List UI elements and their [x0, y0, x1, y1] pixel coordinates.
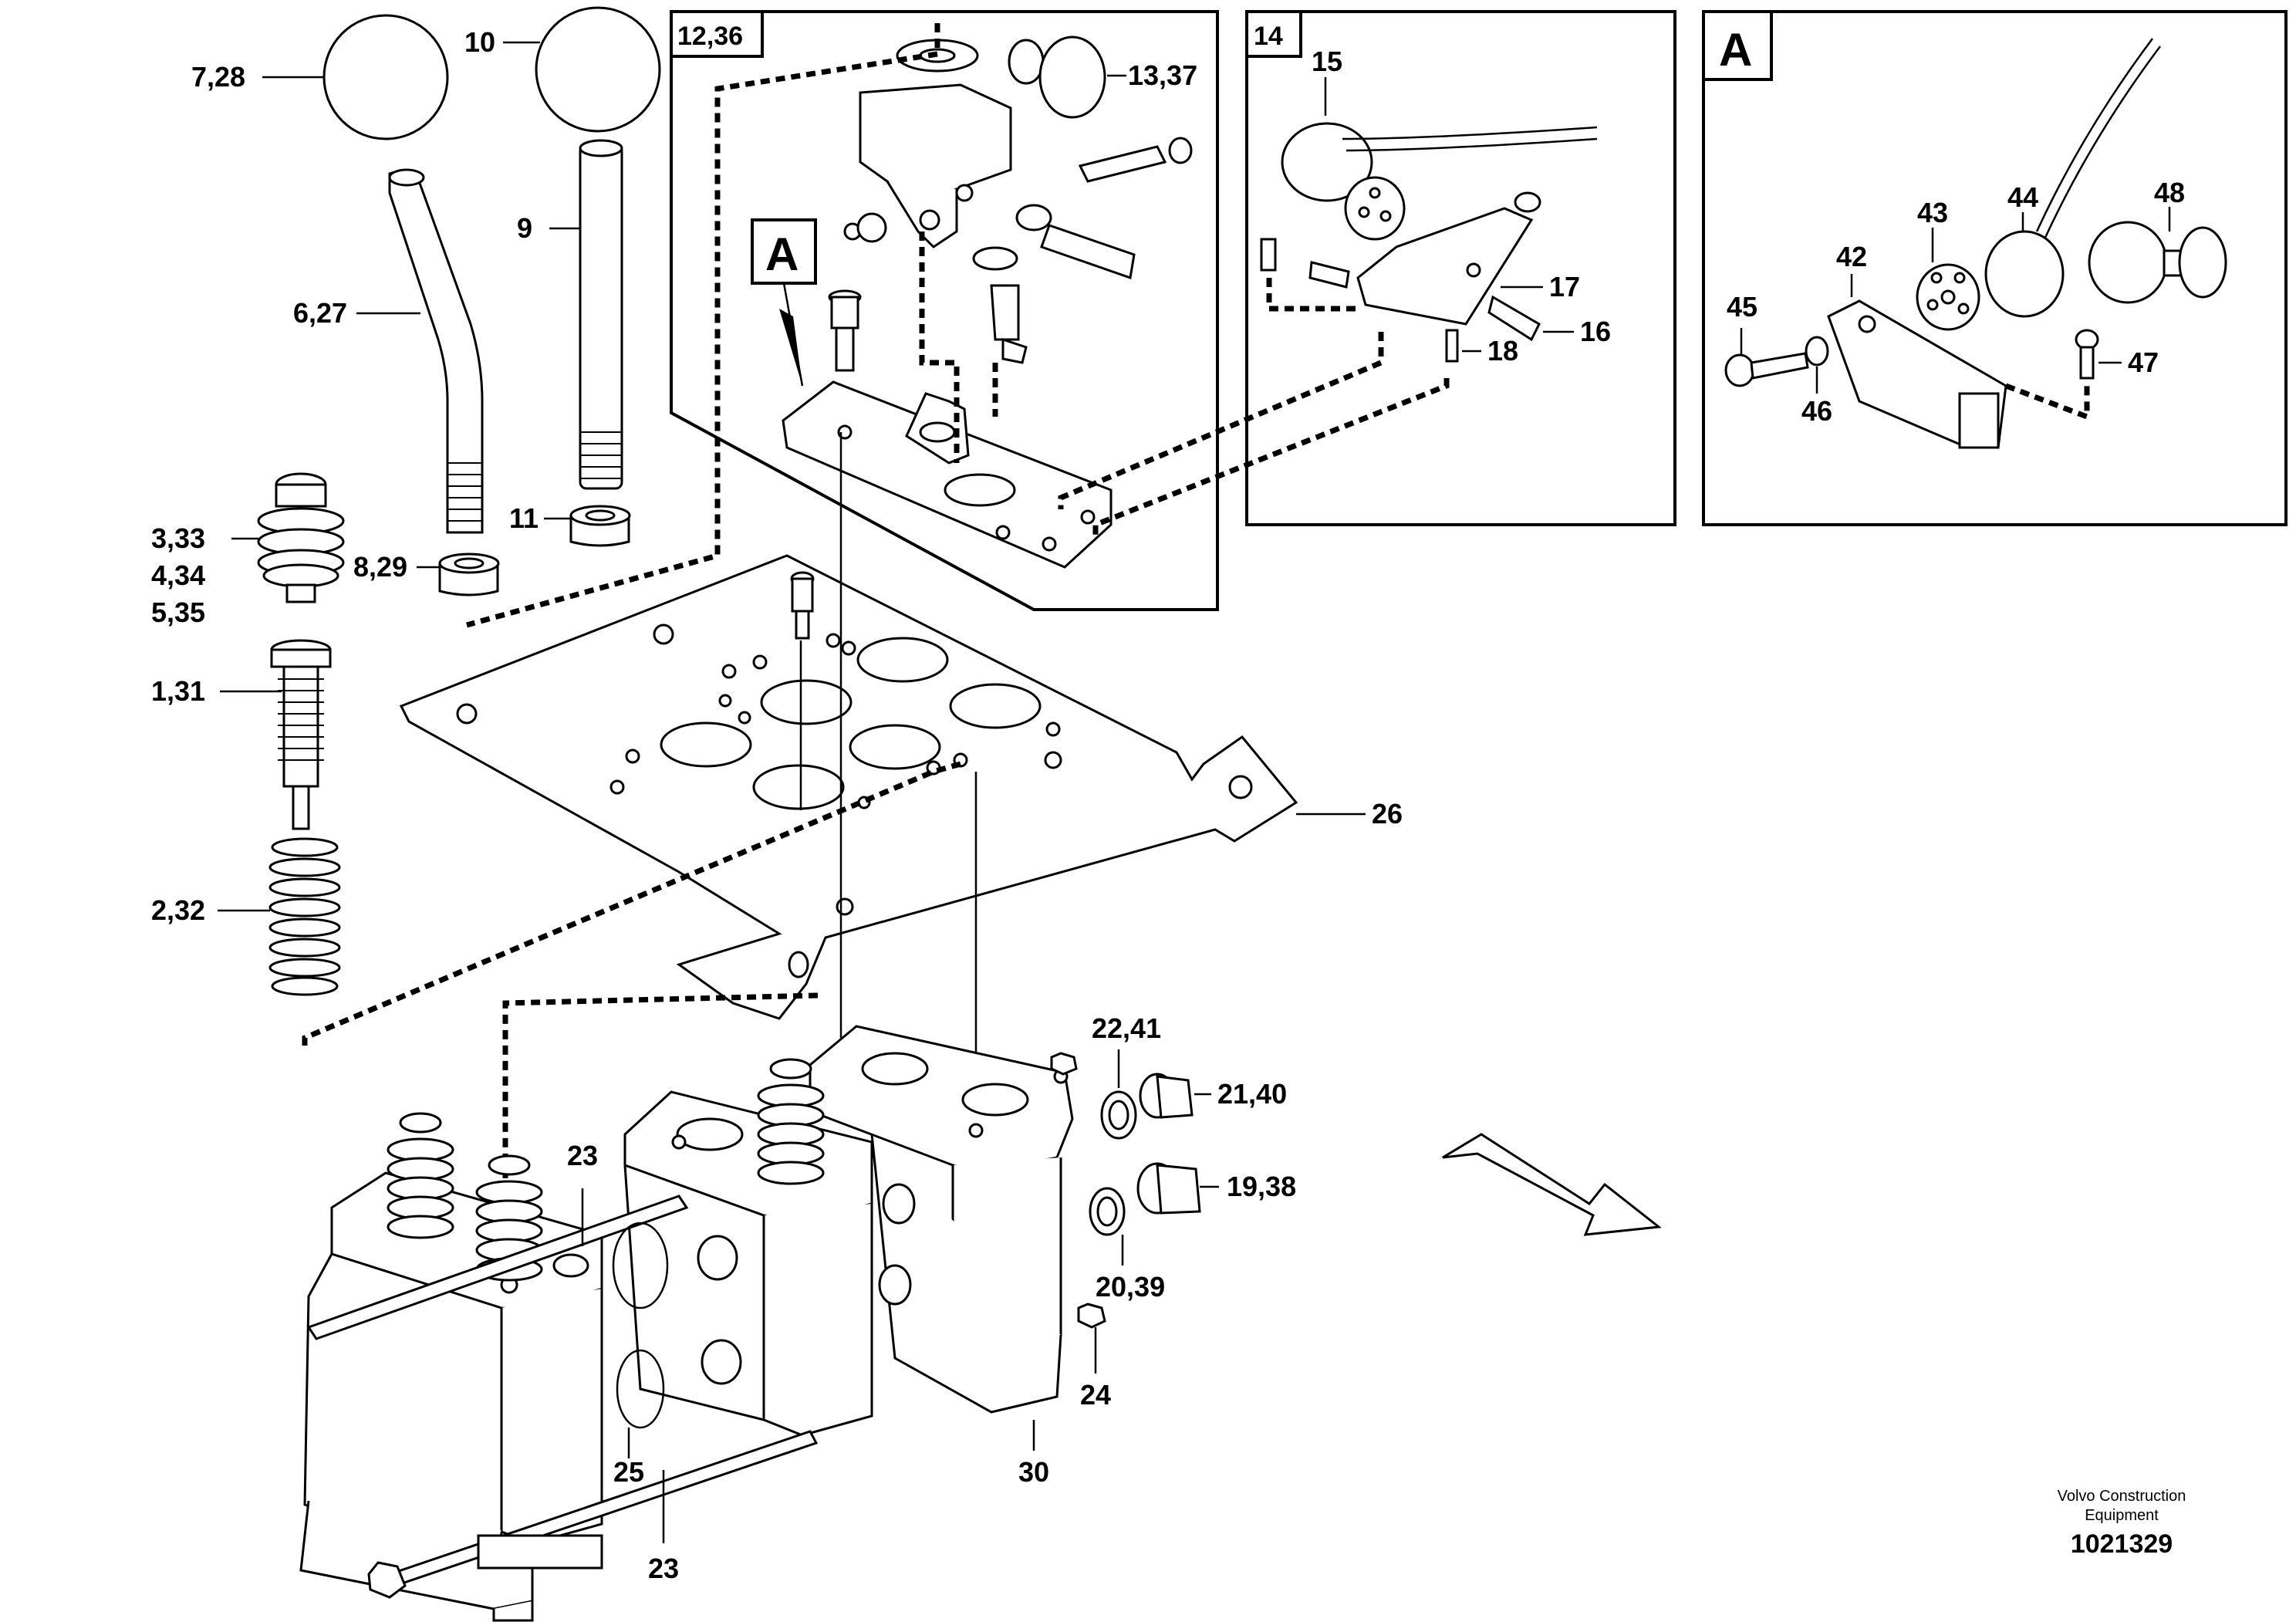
- callout-1-31: 1,31: [151, 675, 205, 707]
- callout-16: 16: [1580, 316, 1611, 347]
- callout-9: 9: [517, 212, 532, 244]
- callout-21-40: 21,40: [1217, 1078, 1287, 1110]
- knob-10: 10: [464, 6, 661, 133]
- callout-48: 48: [2154, 177, 2185, 208]
- callout-2-32: 2,32: [151, 894, 205, 926]
- callout-18: 18: [1487, 335, 1518, 367]
- callout-14: 14: [1254, 22, 1283, 51]
- callout-11: 11: [509, 502, 539, 534]
- mounting-plate-26: 26: [302, 432, 1403, 1273]
- callout-22-41: 22,41: [1092, 1012, 1161, 1044]
- callout-23-bottom: 23: [648, 1553, 679, 1584]
- callout-a-detail: A: [1719, 24, 1752, 76]
- knob-7-28: 7,28: [191, 14, 449, 140]
- callout-17: 17: [1549, 271, 1580, 302]
- nut-8-29: 8,29: [353, 551, 500, 596]
- callout-25: 25: [613, 1456, 644, 1488]
- callout-8-29: 8,29: [353, 551, 407, 583]
- callout-23-top: 23: [567, 1140, 598, 1171]
- frame-14: 14 15 17 16 18: [1058, 10, 1676, 540]
- company-line-1: Volvo Construction: [2058, 1488, 2186, 1505]
- callout-3-33: 3,33: [151, 522, 205, 554]
- frame-a-detail: A 44 43 48 42 45 46 47: [1702, 10, 2288, 526]
- callout-20-39: 20,39: [1096, 1271, 1165, 1303]
- callout-47: 47: [2128, 346, 2159, 378]
- drawing-number: 1021329: [2071, 1529, 2173, 1559]
- spring-assembly-3-33: 3,33 4,34 5,35: [151, 472, 345, 628]
- valve-block-assembly: 23 23 25 22,41 21,40 19,38 20,39 24 30: [299, 1012, 1296, 1622]
- callout-13-37: 13,37: [1128, 59, 1197, 91]
- callout-4-34: 4,34: [151, 559, 205, 591]
- callout-43: 43: [1917, 197, 1948, 228]
- company-line-2: Equipment: [2085, 1507, 2159, 1524]
- direction-arrow: [1442, 1133, 1662, 1236]
- callout-44: 44: [2007, 181, 2038, 213]
- callout-42: 42: [1836, 241, 1867, 272]
- callout-7-28: 7,28: [191, 61, 245, 93]
- callout-30: 30: [1018, 1456, 1049, 1488]
- plunger-1-31: 1,31: [151, 639, 332, 830]
- callout-26: 26: [1372, 798, 1403, 830]
- callout-15: 15: [1312, 46, 1342, 77]
- footer: Volvo Construction Equipment 1021329: [2058, 1488, 2186, 1559]
- callout-12-36: 12,36: [677, 22, 743, 51]
- callout-24: 24: [1080, 1379, 1111, 1411]
- callout-5-35: 5,35: [151, 596, 205, 628]
- callout-19-38: 19,38: [1227, 1171, 1296, 1202]
- callout-a-main: A: [765, 228, 799, 280]
- callout-45: 45: [1727, 291, 1757, 323]
- lever-9: 9: [517, 139, 623, 490]
- callout-6-27: 6,27: [293, 297, 347, 329]
- callout-10: 10: [464, 26, 495, 58]
- nut-11: 11: [509, 502, 631, 547]
- spring-2-32: 2,32: [151, 837, 341, 996]
- frame-12-36: 12,36 13,37 A: [466, 10, 1219, 628]
- callout-46: 46: [1801, 395, 1832, 427]
- lever-6-27: 6,27: [293, 168, 484, 534]
